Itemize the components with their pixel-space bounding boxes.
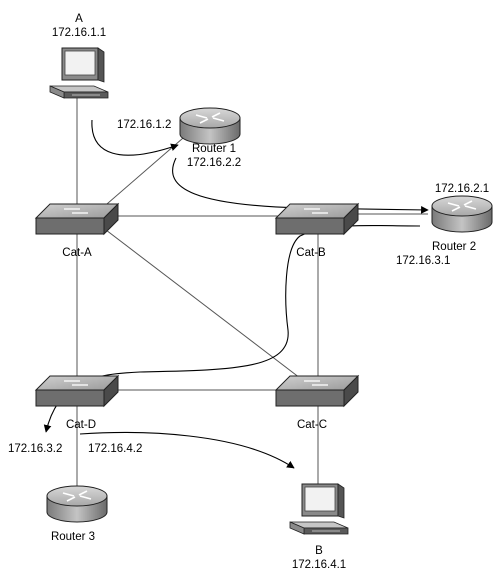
host-a-computer-icon (49, 47, 109, 99)
router-2-icon (431, 195, 493, 233)
router-1-ip-lower: 172.16.2.2 (186, 157, 242, 169)
router-3-name: Router 3 (50, 531, 96, 543)
router-2-ip-lower: 172.16.3.1 (396, 255, 451, 267)
host-b-computer-icon (289, 483, 349, 535)
router-3-ip-left: 172.16.3.2 (8, 443, 63, 455)
network-links (76, 96, 428, 490)
switch-cat-d-label: Cat-D (65, 419, 97, 431)
router-1-ip-upper: 172.16.1.2 (117, 119, 172, 131)
path-hostA-to-router1 (91, 119, 179, 156)
switch-cat-a-label: Cat-A (62, 247, 92, 259)
router-3-icon (46, 485, 108, 523)
switch-cat-c-icon (274, 374, 360, 408)
link-catA-catC (105, 229, 301, 379)
switch-cat-c-label: Cat-C (296, 419, 328, 431)
router-1-icon (179, 107, 241, 145)
host-b-ip: 172.16.4.1 (291, 559, 347, 571)
host-b-name: B (315, 545, 323, 557)
switch-cat-a-icon (34, 202, 120, 236)
router-2-ip-upper: 172.16.2.1 (434, 183, 490, 195)
switch-cat-d-icon (34, 374, 120, 408)
host-a-name: A (75, 13, 83, 25)
path-router3-to-hostB (79, 432, 295, 469)
path-router1-to-router2 (172, 157, 429, 214)
packet-path (43, 119, 429, 469)
router-3-ip-right: 172.16.4.2 (88, 443, 143, 455)
link-catA-router1 (99, 131, 191, 211)
router-2-name: Router 2 (432, 241, 477, 253)
router-1-name: Router 1 (191, 143, 237, 155)
switch-cat-b-icon (274, 202, 360, 236)
switch-cat-b-label: Cat-B (296, 247, 326, 259)
host-a-ip: 172.16.1.1 (51, 27, 107, 39)
